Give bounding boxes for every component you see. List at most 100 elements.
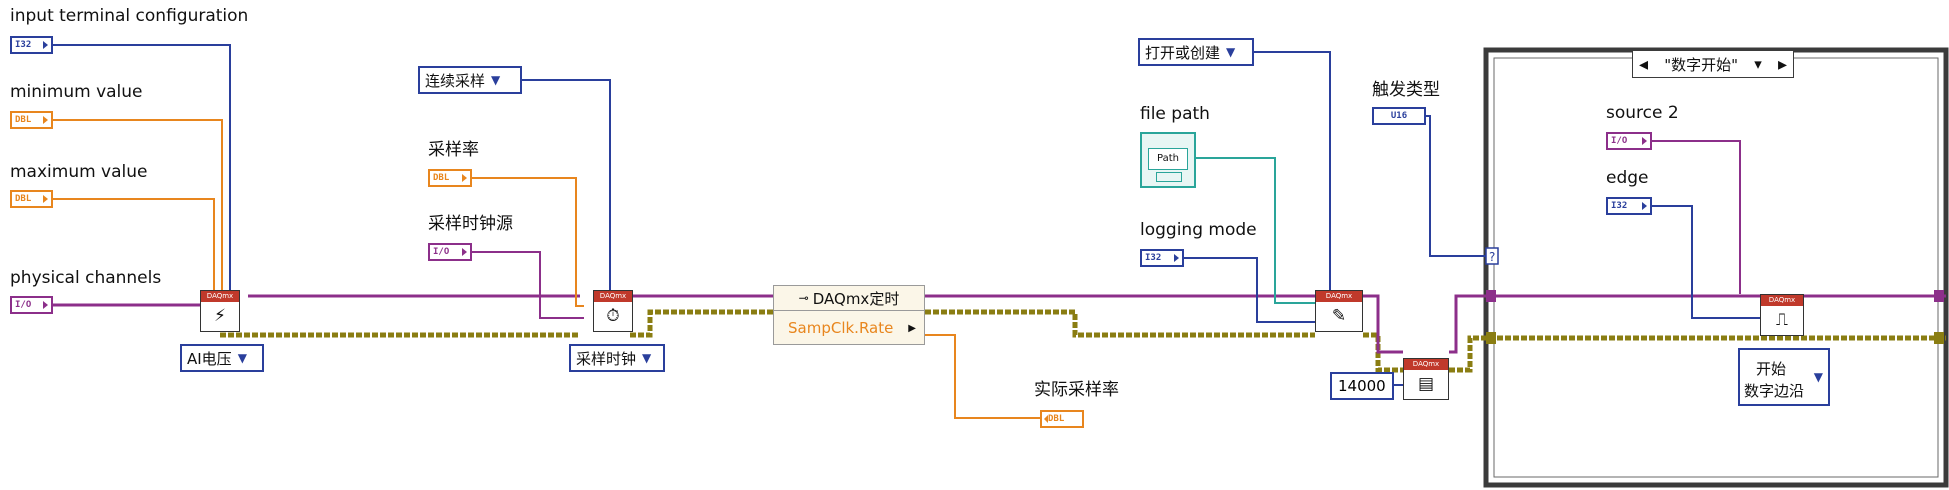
selector-text: AI电压 (187, 349, 232, 368)
daqmx-timing-vi[interactable]: DAQmx ⏱ (593, 290, 633, 332)
selector-text: 采样时钟 (576, 349, 637, 368)
input-terminal-config-wire[interactable] (53, 44, 231, 290)
label-maximum-value: maximum value (10, 162, 148, 182)
ai-voltage-selector[interactable]: AI电压 ▼ (180, 344, 264, 372)
sample-rate-control[interactable]: DBL (428, 169, 472, 187)
actual-rate-wire[interactable] (925, 334, 1040, 419)
chevron-down-icon: ▼ (237, 351, 247, 365)
case-selector-terminal[interactable] (1485, 247, 1499, 265)
label-source-2: source 2 (1606, 103, 1679, 123)
sample-clock-selector[interactable]: 采样时钟▼ (569, 344, 665, 372)
chevron-down-icon: ▼ (1813, 370, 1823, 384)
property-row[interactable]: SampClk.Rate ▶ (774, 311, 924, 345)
property-node-title: DAQmx定时 (812, 289, 900, 308)
type-tag: DBL (433, 173, 450, 183)
daqmx-buffer-vi[interactable]: DAQmx ▤ (1403, 358, 1449, 400)
daqmx-timing-property-node[interactable]: ⊸ DAQmx定时 SampClk.Rate ▶ (773, 285, 925, 345)
case-structure-frame[interactable] (1483, 47, 1949, 488)
edge-wire[interactable] (1652, 205, 1760, 319)
physical-channels-wire[interactable] (53, 290, 204, 307)
path-icon: Path (1148, 148, 1188, 170)
buffer-icon: ▤ (1417, 374, 1435, 394)
case-dropdown-icon[interactable]: ▾ (1754, 55, 1762, 73)
actual-sample-rate-indicator: DBL (1040, 410, 1084, 428)
minimum-value-control[interactable]: DBL (10, 111, 53, 129)
path-icon-base (1156, 172, 1182, 182)
type-tag: I/O (1611, 136, 1628, 146)
daqmx-start-trigger-vi[interactable]: DAQmx ⎍ (1760, 294, 1804, 336)
case-selector-label[interactable]: ◂ "数字开始" ▾ ▸ (1632, 50, 1794, 78)
property-node-header: ⊸ DAQmx定时 (774, 286, 924, 311)
file-path-wire[interactable] (1196, 157, 1318, 304)
source-2-control[interactable]: I/O (1606, 132, 1652, 150)
file-path-control[interactable]: Path (1140, 132, 1196, 188)
selector-line-2: 数字边沿 (1744, 382, 1805, 400)
trigger-type-wire[interactable] (1426, 115, 1486, 257)
source-2-wire[interactable] (1652, 140, 1741, 294)
chevron-down-icon: ▼ (491, 73, 501, 87)
property-name: SampClk.Rate (788, 319, 894, 337)
buffer-size-constant[interactable]: 14000 (1330, 372, 1394, 400)
error-tunnel-out (1934, 332, 1944, 344)
type-tag: DBL (15, 115, 32, 125)
case-prev-arrow-icon[interactable]: ◂ (1639, 53, 1649, 75)
digital-edge-icon: ⎍ (1776, 310, 1788, 330)
input-terminal-configuration-control[interactable]: I32 (10, 36, 53, 54)
type-tag: I/O (433, 247, 450, 257)
type-tag: I32 (1145, 253, 1162, 263)
logging-mode-control[interactable]: I32 (1140, 249, 1184, 267)
output-arrow-icon: ▶ (908, 322, 916, 334)
sample-mode-wire[interactable] (522, 79, 611, 290)
ring-text: 连续采样 (425, 71, 486, 90)
daqmx-create-channel-vi[interactable]: DAQmx ⚡ (200, 290, 240, 332)
label-physical-channels: physical channels (10, 268, 162, 288)
label-input-terminal-configuration: input terminal configuration (10, 6, 249, 26)
type-tag: U16 (1390, 111, 1408, 121)
type-tag: I32 (15, 40, 32, 50)
task-tunnel-in (1486, 290, 1496, 302)
start-digital-edge-selector[interactable]: 开始 数字边沿 ▼ (1738, 348, 1830, 406)
sample-clock-source-wire[interactable] (472, 251, 584, 319)
task-wire[interactable] (248, 294, 1946, 354)
error-wire[interactable] (220, 309, 1946, 373)
type-tag: DBL (1048, 414, 1065, 424)
vi-header: DAQmx (594, 291, 632, 302)
ring-text: 打开或创建 (1145, 43, 1221, 62)
vi-header: DAQmx (201, 291, 239, 302)
trigger-type-control[interactable]: U16 (1372, 107, 1426, 125)
daqmx-configure-logging-vi[interactable]: DAQmx ✎ (1315, 290, 1363, 332)
logging-mode-wire[interactable] (1184, 257, 1318, 323)
maximum-value-control[interactable]: DBL (10, 190, 53, 208)
task-tunnel-out (1934, 290, 1944, 302)
vi-header: DAQmx (1316, 291, 1362, 302)
label-actual-sample-rate: 实际采样率 (1034, 380, 1119, 400)
physical-channels-control[interactable]: I/O (10, 296, 53, 314)
label-file-path: file path (1140, 104, 1210, 124)
case-selector-terminal-glyph: ? (1489, 250, 1495, 264)
property-node-icon: ⊸ (798, 291, 809, 305)
label-trigger-type: 触发类型 (1372, 80, 1440, 100)
selector-line-1: 开始 (1756, 360, 1787, 378)
case-structure-inner (1493, 57, 1939, 478)
edge-control[interactable]: I32 (1606, 197, 1652, 215)
logging-icon: ✎ (1331, 306, 1347, 326)
open-or-create-ring[interactable]: 打开或创建▼ (1138, 38, 1254, 66)
case-selector-value: "数字开始" (1664, 55, 1739, 74)
type-tag: I/O (15, 300, 32, 310)
case-next-arrow-icon[interactable]: ▸ (1777, 53, 1787, 75)
sample-clock-source-control[interactable]: I/O (428, 243, 472, 261)
clock-icon: ⏱ (606, 306, 620, 326)
maximum-value-wire[interactable] (53, 198, 215, 290)
vi-header: DAQmx (1404, 359, 1448, 370)
create-channel-icon: ⚡ (214, 306, 226, 326)
sample-mode-ring[interactable]: 连续采样 ▼ (418, 66, 522, 94)
type-tag: I32 (1611, 201, 1628, 211)
label-logging-mode: logging mode (1140, 220, 1257, 240)
label-sample-rate: 采样率 (428, 140, 479, 160)
minimum-value-wire[interactable] (53, 119, 223, 290)
label-minimum-value: minimum value (10, 82, 143, 102)
label-edge: edge (1606, 168, 1649, 188)
error-tunnel-in (1486, 332, 1496, 344)
open-or-create-wire[interactable] (1254, 51, 1331, 290)
sample-rate-wire[interactable] (472, 177, 584, 307)
